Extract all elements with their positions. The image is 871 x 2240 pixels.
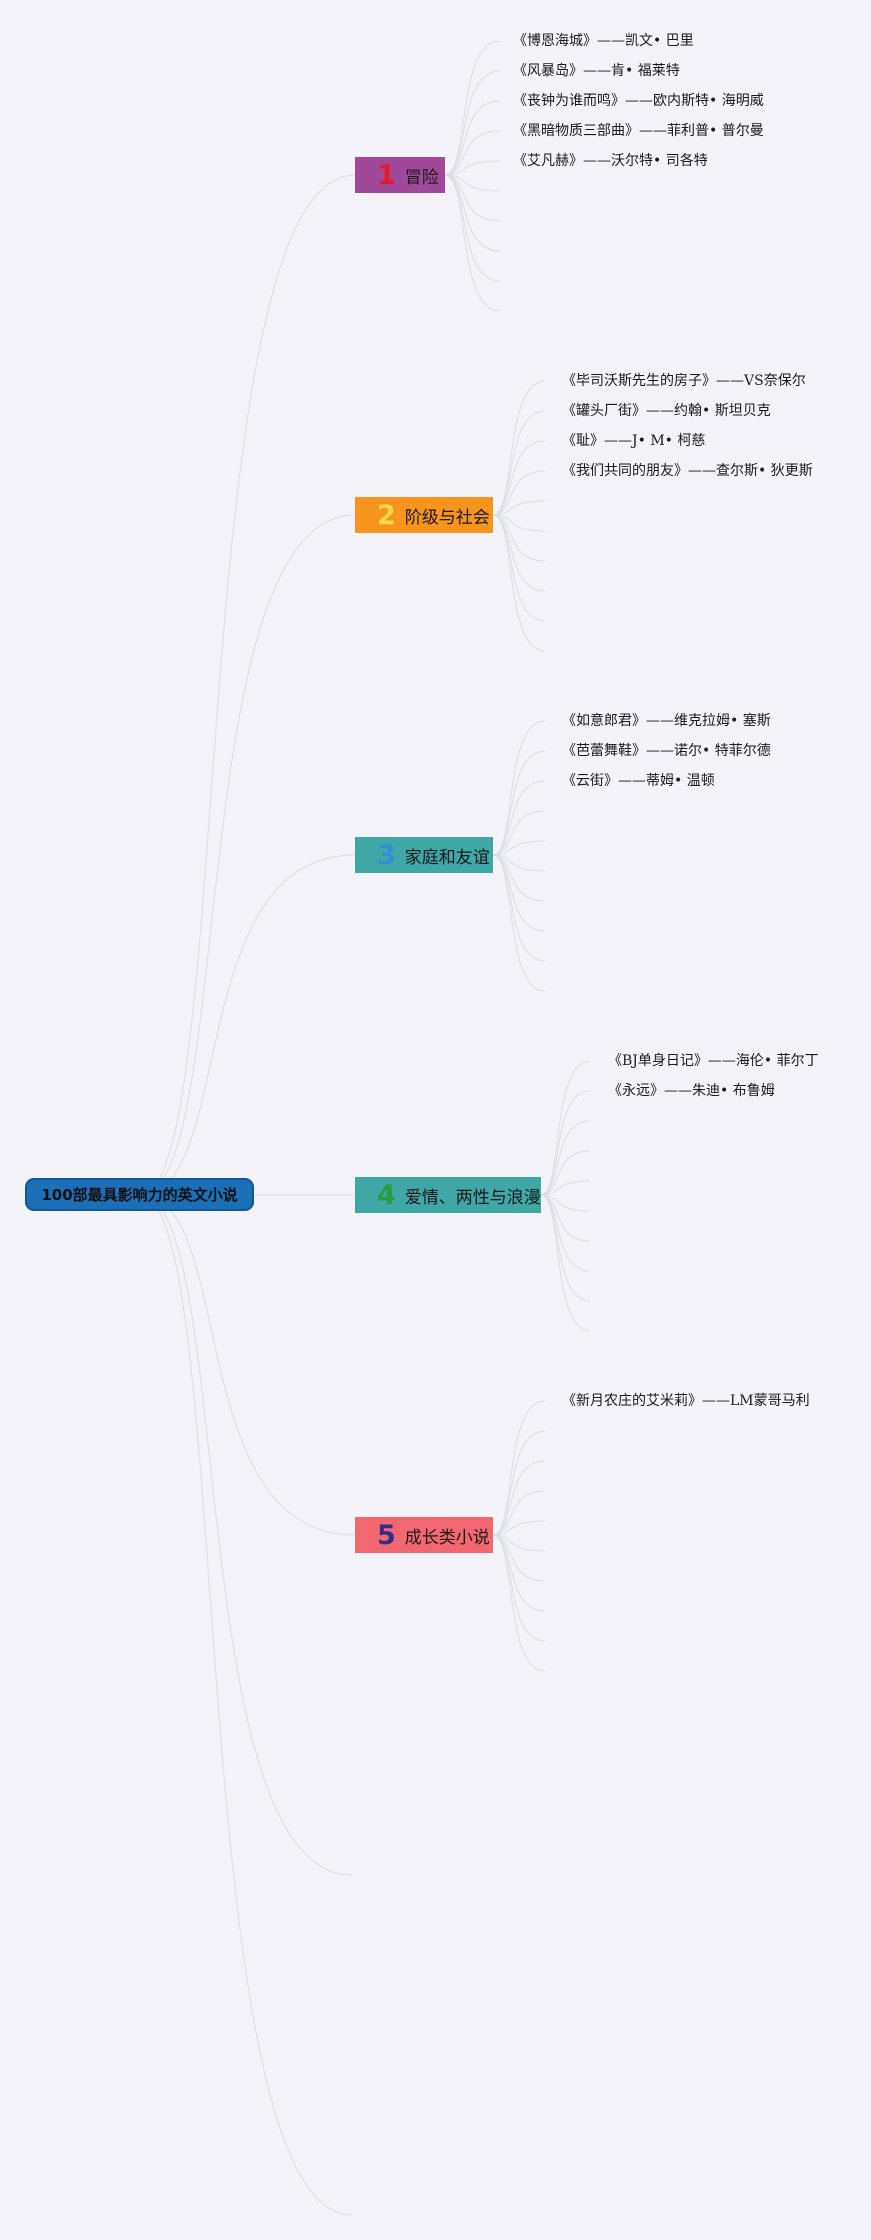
branch-adventure[interactable]: 1 冒险 (355, 157, 445, 193)
branch-leaf-connector (492, 854, 546, 872)
book-item[interactable]: 《丧钟为谁而鸣》——欧内斯特• 海明威 (513, 93, 764, 109)
root-branch-connector (139, 174, 356, 1196)
book-item[interactable]: 《我们共同的朋友》——查尔斯• 狄更斯 (562, 463, 813, 479)
branch-label: 家庭和友谊 (404, 847, 490, 868)
branch-leaf-connector (492, 1534, 546, 1612)
branch-leaf-connector (492, 720, 546, 856)
branch-leaf-connector (444, 174, 501, 252)
branch-leaf-connector (444, 70, 501, 176)
branch-leaf-connector (492, 840, 546, 856)
branch-number: 3 (377, 839, 396, 871)
book-item[interactable]: 《艾凡赫》——沃尔特• 司各特 (513, 153, 708, 169)
book-item[interactable]: 《芭蕾舞鞋》——诺尔• 特菲尔德 (562, 743, 771, 759)
book-item[interactable]: 《黑暗物质三部曲》——菲利普• 普尔曼 (513, 123, 764, 139)
root-branch-connector (139, 1194, 353, 2216)
branch-number: 2 (377, 499, 396, 531)
branch-leaf-connector (540, 1060, 591, 1196)
branch-label: 冒险 (404, 167, 439, 188)
branch-leaf-connector (540, 1194, 591, 1212)
branch-leaf-connector (492, 1400, 546, 1536)
root-branch-connector (139, 854, 356, 1196)
book-item[interactable]: 《耻》——J• M• 柯慈 (562, 433, 706, 449)
book-item[interactable]: 《新月农庄的艾米莉》——LM蒙哥马利 (562, 1393, 810, 1409)
branch-leaf-connector (492, 380, 546, 516)
root-branch-connector (139, 514, 356, 1196)
root-branch-connector (139, 1194, 353, 1876)
branch-leaf-connector (492, 854, 546, 992)
branch-coming-of-age[interactable]: 5 成长类小说 (355, 1517, 493, 1553)
branch-leaf-connector (444, 100, 501, 176)
branch-class-society[interactable]: 2 阶级与社会 (355, 497, 493, 533)
branch-leaf-connector (540, 1180, 591, 1196)
branch-leaf-connector (492, 440, 546, 516)
book-item[interactable]: 《如意郎君》——维克拉姆• 塞斯 (562, 713, 771, 729)
branch-leaf-connector (492, 1534, 546, 1672)
branch-leaf-connector (492, 514, 546, 592)
book-item[interactable]: 《毕司沃斯先生的房子》——VS奈保尔 (562, 373, 806, 389)
branch-leaf-connector (444, 130, 501, 176)
book-item[interactable]: 《云街》——蒂姆• 温顿 (562, 773, 715, 789)
root-topic-label: 100部最具影响力的英文小说 (41, 1186, 238, 1204)
branch-leaf-connector (492, 1490, 546, 1536)
book-item[interactable]: 《BJ单身日记》——海伦• 菲尔丁 (608, 1053, 819, 1069)
root-branch-connector (139, 1194, 356, 1536)
branch-leaf-connector (444, 174, 501, 192)
branch-leaf-connector (540, 1150, 591, 1196)
book-item[interactable]: 《风暴岛》——肯• 福莱特 (513, 63, 680, 79)
branch-leaf-connector (540, 1120, 591, 1196)
book-item[interactable]: 《永远》——朱迪• 布鲁姆 (608, 1083, 775, 1099)
branch-leaf-connector (492, 1460, 546, 1536)
branch-leaf-connector (540, 1090, 591, 1196)
branch-leaf-connector (492, 1520, 546, 1536)
branch-leaf-connector (492, 410, 546, 516)
root-topic[interactable]: 100部最具影响力的英文小说 (25, 1178, 254, 1211)
branch-leaf-connector (492, 514, 546, 652)
branch-leaf-connector (444, 174, 501, 222)
branch-family-friendship[interactable]: 3 家庭和友谊 (355, 837, 493, 873)
branch-label: 爱情、两性与浪漫 (404, 1187, 541, 1208)
branch-leaf-connector (492, 470, 546, 516)
branch-leaf-connector (492, 750, 546, 856)
branch-leaf-connector (492, 500, 546, 516)
branch-leaf-connector (492, 854, 546, 902)
branch-leaf-connector (492, 780, 546, 856)
branch-number: 5 (377, 1519, 396, 1551)
branch-love-romance[interactable]: 4 爱情、两性与浪漫 (355, 1177, 541, 1213)
branch-leaf-connector (492, 1430, 546, 1536)
branch-label: 成长类小说 (404, 1527, 490, 1548)
branch-label: 阶级与社会 (404, 507, 490, 528)
branch-leaf-connector (492, 854, 546, 932)
branch-leaf-connector (492, 514, 546, 562)
branch-leaf-connector (492, 810, 546, 856)
branch-leaf-connector (492, 1534, 546, 1582)
branch-leaf-connector (492, 1534, 546, 1552)
branch-leaf-connector (444, 174, 501, 312)
book-item[interactable]: 《罐头厂街》——约翰• 斯坦贝克 (562, 403, 771, 419)
branch-number: 1 (377, 159, 396, 191)
branch-leaf-connector (444, 40, 501, 176)
branch-leaf-connector (444, 160, 501, 176)
branch-leaf-connector (492, 514, 546, 532)
branch-leaf-connector (540, 1194, 591, 1242)
branch-leaf-connector (540, 1194, 591, 1272)
branch-leaf-connector (540, 1194, 591, 1332)
book-item[interactable]: 《博恩海城》——凯文• 巴里 (513, 33, 694, 49)
branch-number: 4 (377, 1179, 396, 1211)
